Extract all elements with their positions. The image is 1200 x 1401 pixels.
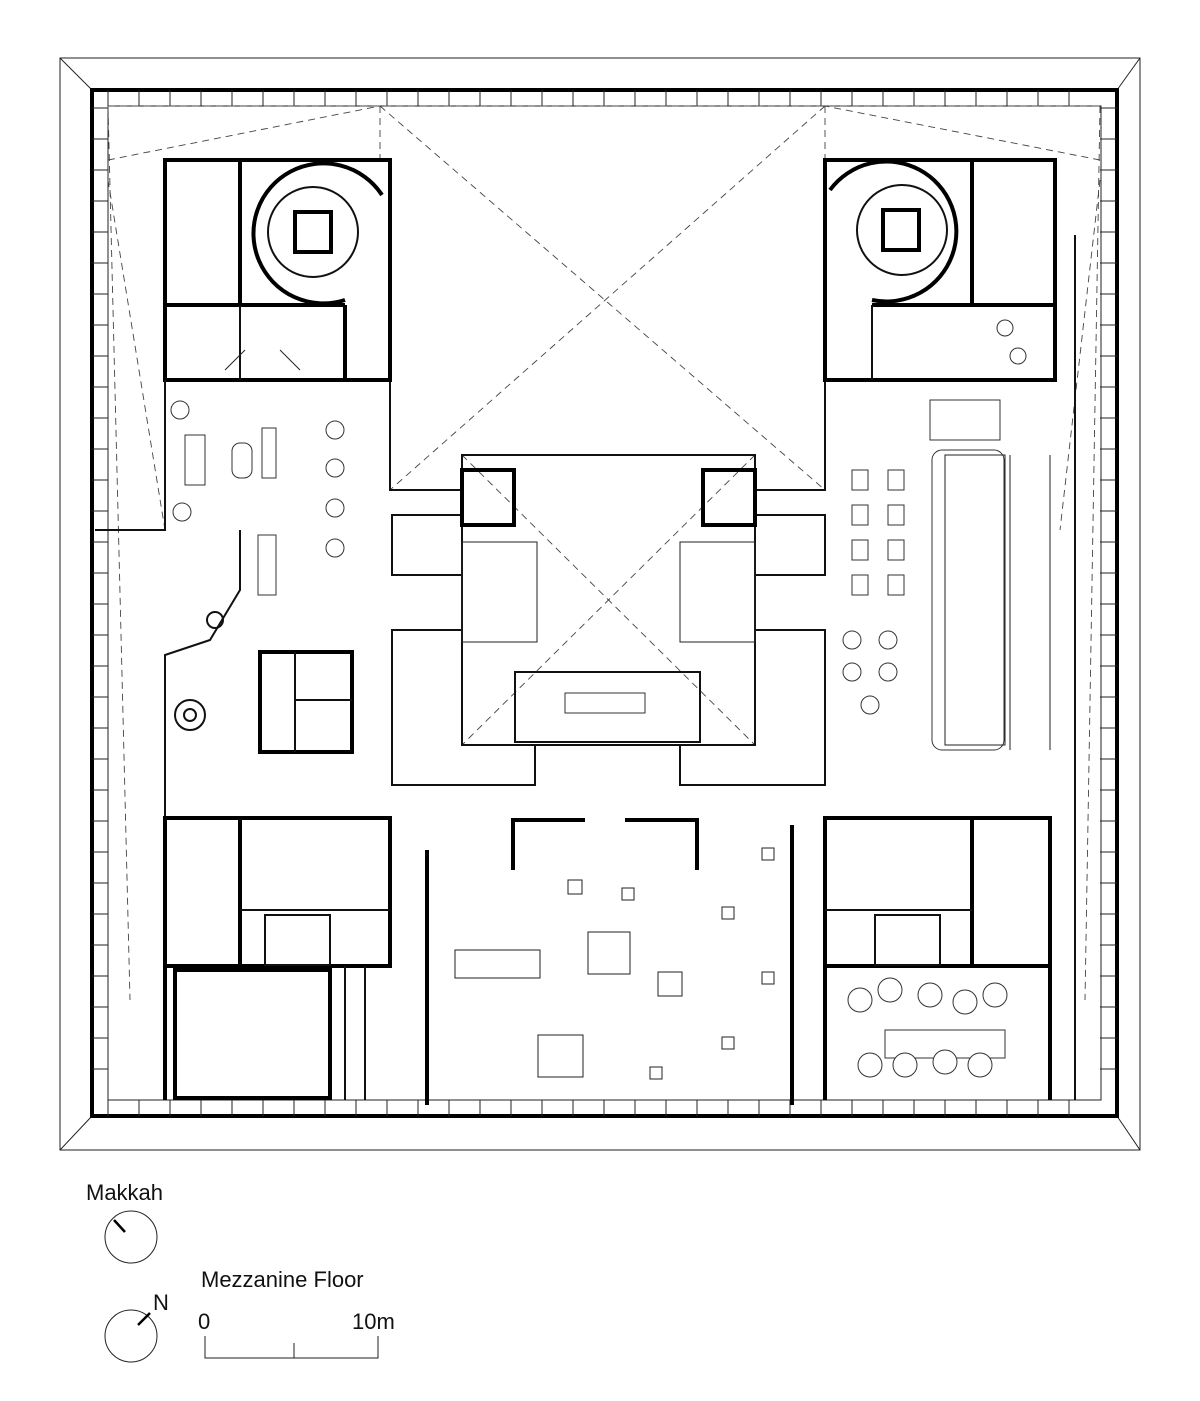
scale-end-label: 10m [352, 1309, 395, 1334]
right-cafe-furniture [842, 235, 1076, 1100]
legend [104, 1210, 379, 1363]
qibla-label: Makkah [86, 1180, 164, 1205]
core-top-right [823, 158, 1057, 382]
core-top-left [163, 158, 392, 382]
core-bottom-right [823, 816, 1052, 1100]
north-label: N [153, 1290, 169, 1315]
north-compass [104, 1309, 158, 1363]
central-block [391, 454, 826, 786]
scale-start-label: 0 [198, 1309, 211, 1334]
qibla-arrow-icon [113, 1219, 126, 1233]
drawing-title: Mezzanine Floor [201, 1267, 364, 1292]
left-wing [95, 380, 354, 820]
qibla-compass [104, 1210, 158, 1264]
core-bottom-left [163, 816, 392, 1100]
atrium-void [389, 160, 826, 491]
north-arrow-icon [137, 1312, 151, 1326]
scale-bar [204, 1336, 379, 1359]
roof-dashed-lines [107, 105, 1101, 1001]
left-lounge-furniture [170, 400, 345, 596]
exhibition-hall [425, 818, 794, 1105]
facade [59, 57, 1141, 1151]
